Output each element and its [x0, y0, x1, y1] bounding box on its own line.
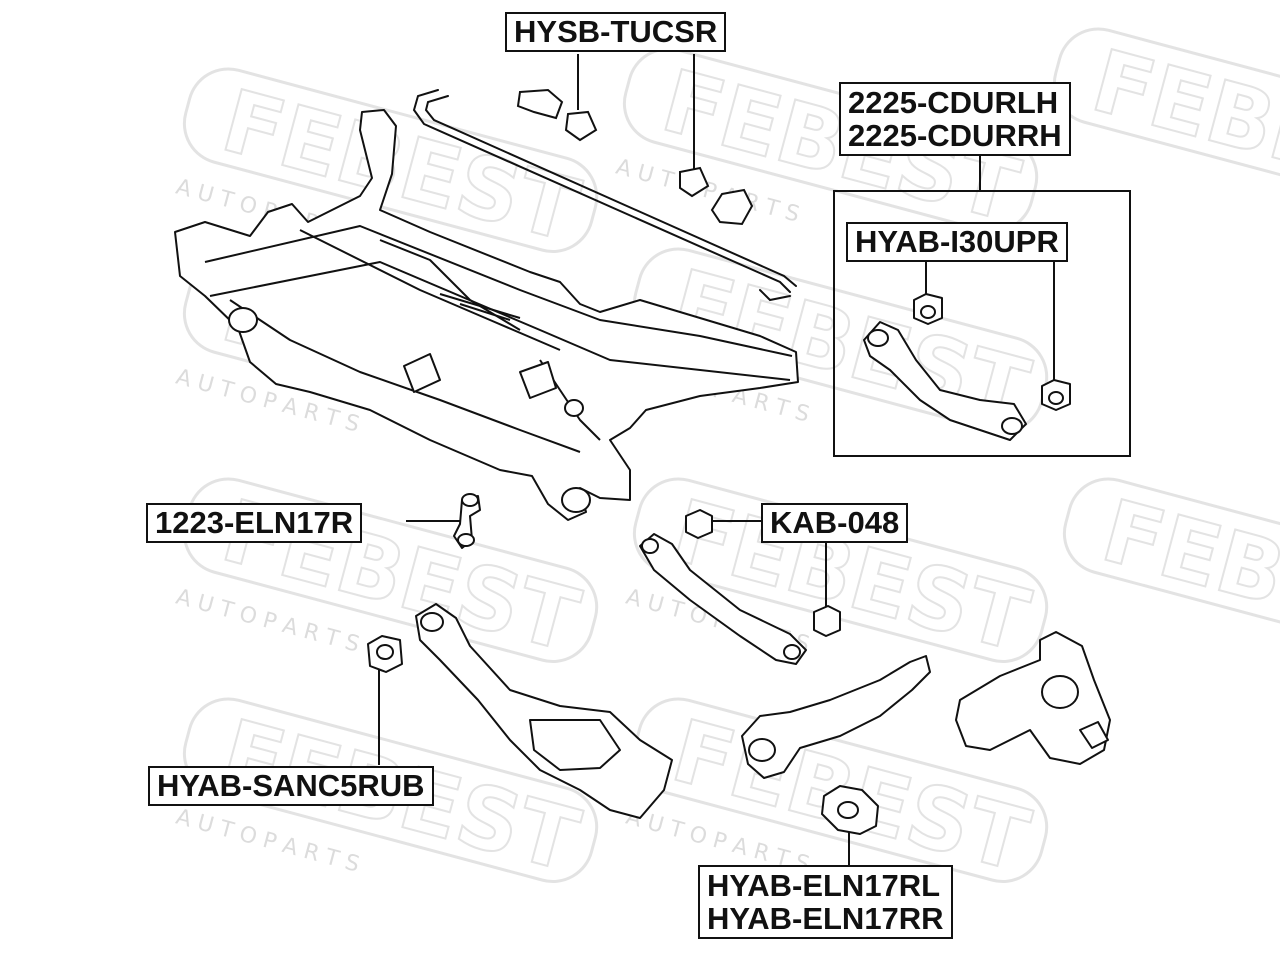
part-number: 1223-ELN17R [155, 505, 354, 540]
part-number: 2225-CDURRH [848, 118, 1062, 153]
watermark-brand: FEBEST [1092, 481, 1280, 671]
part-label-2225-cdur: 2225-CDURLH 2225-CDURRH [839, 82, 1071, 156]
part-label-hyab-eln17r: HYAB-ELN17RL HYAB-ELN17RR [698, 865, 953, 939]
part-label-kab-048: KAB-048 [761, 503, 909, 543]
part-number: KAB-048 [770, 505, 900, 540]
trailing-arm-drawing [415, 603, 673, 819]
part-number: HYAB-I30UPR [855, 224, 1059, 259]
lower-arm-knuckle-drawing [741, 631, 1111, 835]
part-number: HYSB-TUCSR [514, 14, 718, 49]
watermark-brand: FEBEST [1082, 31, 1280, 221]
part-label-hyab-i30upr: HYAB-I30UPR [846, 222, 1068, 262]
links-and-bushings-drawing [367, 493, 841, 673]
part-number: 2225-CDURLH [848, 85, 1059, 120]
rear-subframe-drawing [174, 109, 799, 521]
part-label-hysb-tucsr: HYSB-TUCSR [505, 12, 727, 52]
part-label-hyab-sanc5rub: HYAB-SANC5RUB [148, 766, 434, 806]
upper-control-arm-drawing [863, 293, 1071, 441]
kit-frame [833, 190, 1131, 457]
stabilizer-bar-drawing [412, 88, 797, 302]
part-number: HYAB-ELN17RL [707, 868, 941, 903]
part-label-1223-eln17r: 1223-ELN17R [146, 503, 363, 543]
part-number: HYAB-ELN17RR [707, 901, 944, 936]
part-number: HYAB-SANC5RUB [157, 768, 425, 803]
